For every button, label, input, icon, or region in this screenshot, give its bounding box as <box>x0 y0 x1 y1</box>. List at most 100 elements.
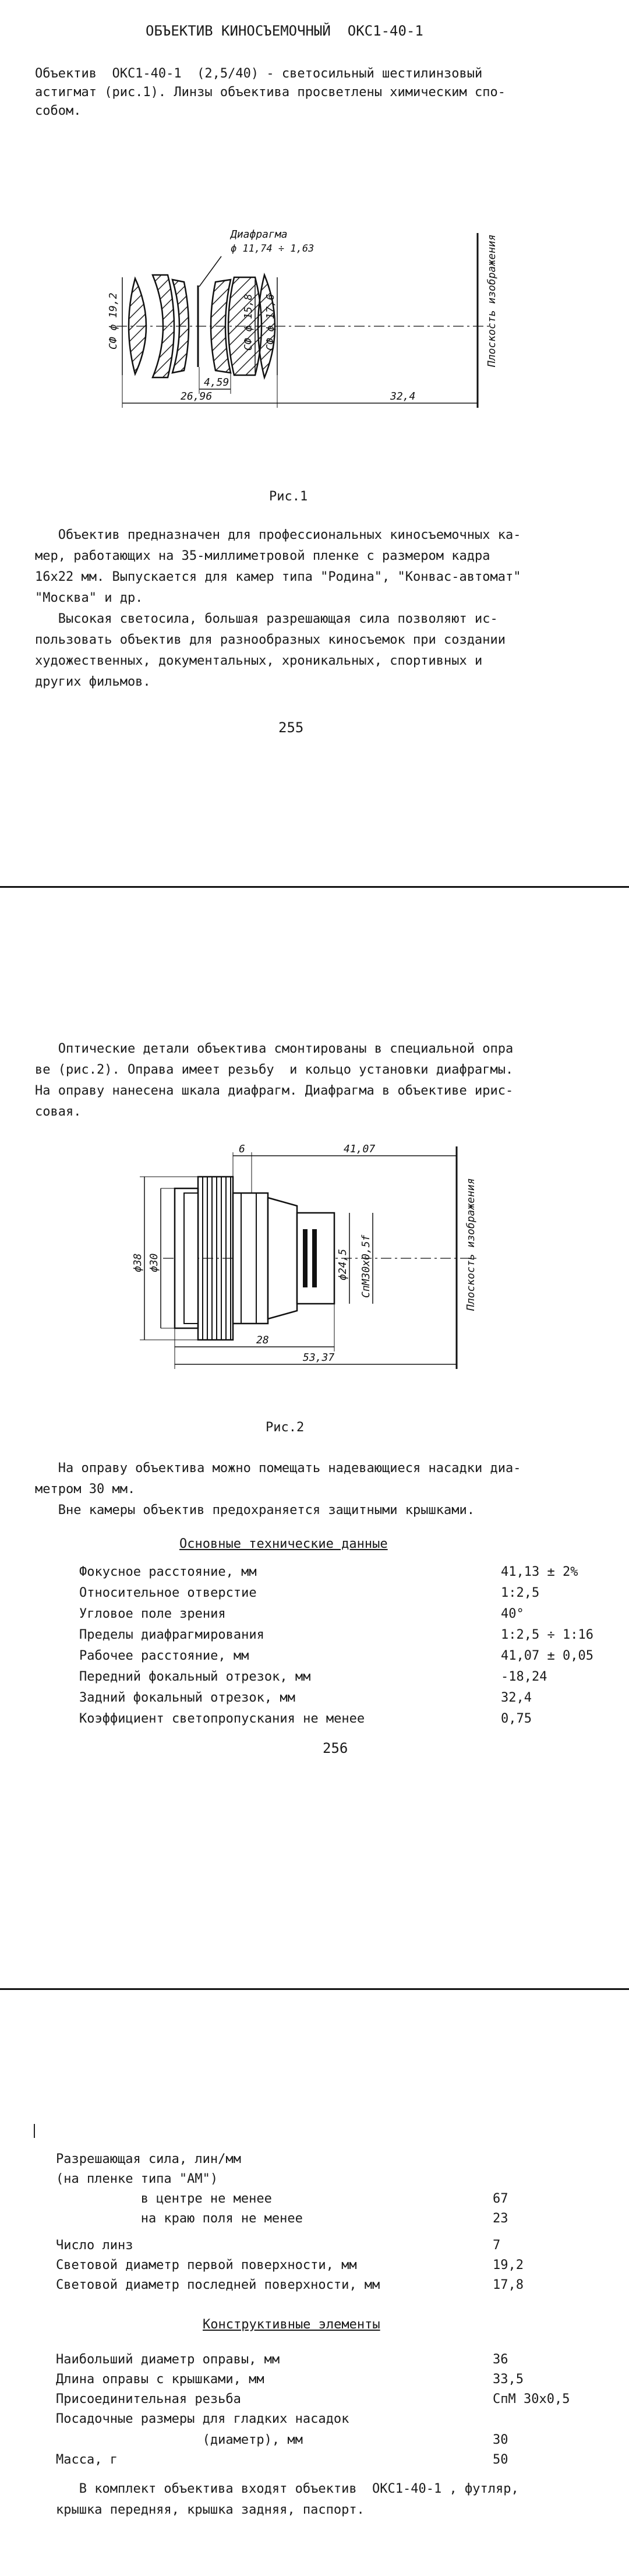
p2-body-line-1: На оправу объектива можно помещать надев… <box>35 1461 521 1476</box>
page-separator-1 <box>0 886 629 888</box>
fig2-dim-28: 28 <box>256 1334 269 1346</box>
page-number-255: 255 <box>278 719 304 736</box>
spec-label: в центре не менее <box>56 2192 272 2206</box>
spec-label: Световой диаметр первой поверхности, мм <box>56 2258 357 2272</box>
page-257: Разрешающая сила, лин/мм (на пленке типа… <box>0 1990 629 2576</box>
front-barrel-inner <box>183 1192 199 1324</box>
spec-label: (диаметр), мм <box>56 2433 303 2447</box>
body-line-7: художественных, документальных, хроникал… <box>35 654 483 668</box>
spec-row: Угловое поле зрения <box>79 1605 226 1623</box>
fig1-image-plane-label: Плоскость изображения <box>486 234 498 368</box>
spec-row: Пределы диафрагмирования <box>79 1626 264 1644</box>
lens-6 <box>257 272 276 380</box>
margin-mark <box>34 2124 35 2138</box>
spec-row: Задний фокальный отрезок, мм <box>79 1689 295 1707</box>
fig2-diameter-38: ϕ38 <box>132 1253 144 1272</box>
fig1-dim-459: 4,59 <box>204 376 229 389</box>
spec-label: Световой диаметр последней поверхности, … <box>56 2278 380 2292</box>
spec-value: 50 <box>493 2453 508 2467</box>
p2-body-line-2: метром 30 мм. <box>35 1482 136 1497</box>
fig1-diameter-158: СФ ϕ 15,8 <box>242 294 255 351</box>
spec-label: Масса, г <box>56 2453 118 2467</box>
intro-line-2: астигмат (рис.1). Линзы объектива просве… <box>35 85 506 100</box>
spec-label: Пределы диафрагмирования <box>79 1628 264 1642</box>
fig1-diaphragm-range: ϕ 11,74 ÷ 1,63 <box>231 243 314 255</box>
spec-label: Передний фокальный отрезок, мм <box>79 1670 311 1684</box>
fig2-diameter-245: ϕ24,5 <box>337 1249 349 1280</box>
spec-value: 1:2,5 <box>501 1586 540 1600</box>
fig1-dim-324: 32,4 <box>390 390 415 403</box>
spec-label: Коэффициент светопропускания не менее <box>79 1712 365 1726</box>
body-line-1: Объектив предназначен для профессиональн… <box>35 528 521 542</box>
fig2-dim-6: 6 <box>239 1143 245 1155</box>
spec-label: Длина оправы с крышками, мм <box>56 2372 264 2387</box>
body-line-4: "Москва" и др. <box>35 591 143 605</box>
spec-value: 23 <box>493 2211 508 2226</box>
fig2-diameter-30: ϕ30 <box>148 1253 160 1272</box>
intro-line-3: собом. <box>35 104 82 118</box>
spec-value: 33,5 <box>493 2372 524 2387</box>
figure-1-caption: Рис.1 <box>269 489 308 504</box>
spec-value: 1:2,5 ÷ 1:16 <box>501 1628 593 1642</box>
spec-value: 40° <box>501 1607 524 1621</box>
lens-3 <box>171 278 190 374</box>
spec-label: Относительное отверстие <box>79 1586 257 1600</box>
spec-value: 41,07 ± 0,05 <box>501 1649 593 1663</box>
page-255: ОБЪЕКТИВ КИНОСЪЕМОЧНЫЙ ОКС1-40-1 Объекти… <box>0 0 629 885</box>
mount-body <box>232 1192 269 1325</box>
spec-value: 17,8 <box>493 2278 524 2292</box>
body-line-8: других фильмов. <box>35 675 151 689</box>
spec-label: Посадочные размеры для гладких насадок <box>56 2412 349 2426</box>
mount-taper <box>267 1197 298 1320</box>
lens-2 <box>151 274 175 379</box>
spec-label: Разрешающая сила, лин/мм <box>56 2152 241 2166</box>
fig1-diameter-192: СФ ϕ 19,2 <box>107 292 119 350</box>
fig2-thread-label: СпМ30х0,5f <box>360 1234 372 1298</box>
fig2-dim-5337: 53,37 <box>303 1351 334 1364</box>
spec-value: 41,13 ± 2% <box>501 1565 578 1579</box>
page-separator-2 <box>0 1988 629 1990</box>
spec-label: на краю поля не менее <box>56 2211 303 2226</box>
knurled-diaphragm-ring <box>197 1176 234 1341</box>
spec-value: 36 <box>493 2352 508 2367</box>
spec-value: 32,4 <box>501 1691 532 1705</box>
body-line-2: мер, работающих на 35-миллиметровой плен… <box>35 549 490 563</box>
page-number-256: 256 <box>323 1740 348 1756</box>
body-line-6: пользовать объектив для разнообразных ки… <box>35 633 506 647</box>
spec-label: Наибольший диаметр оправы, мм <box>56 2352 280 2367</box>
spec-value: -18,24 <box>501 1670 547 1684</box>
body-line-3: 16х22 мм. Выпускается для камер типа "Ро… <box>35 570 521 584</box>
spec-label: Рабочее расстояние, мм <box>79 1649 249 1663</box>
p2-intro-line-4: совая. <box>35 1104 82 1119</box>
spec-row: Передний фокальный отрезок, мм <box>79 1668 310 1686</box>
fig1-diameter-176: СФ ϕ 17,6 <box>264 294 277 351</box>
spec-label: Число линз <box>56 2238 133 2253</box>
spec-row: Коэффициент светопропускания не менее <box>79 1710 365 1728</box>
spec-value: СпМ 30х0,5 <box>493 2392 570 2406</box>
spec-row: Фокусное расстояние, мм <box>79 1564 257 1581</box>
body-line-5: Высокая светосила, большая разрешающая с… <box>35 612 498 626</box>
fig2-dim-4107: 41,07 <box>344 1143 375 1155</box>
p2-intro-line-1: Оптические детали объектива смонтированы… <box>35 1042 514 1056</box>
spec-label: Задний фокальный отрезок, мм <box>79 1691 295 1705</box>
intro-line-1: Объектив ОКС1-40-1 (2,5/40) - светосильн… <box>35 66 483 81</box>
spec-value: 0,75 <box>501 1712 532 1726</box>
construct-heading: Конструктивные элементы <box>203 2317 380 2332</box>
fig2-image-plane-label: Плоскость изображения <box>465 1178 477 1311</box>
figure-1-lens-diagram: Диафрагма ϕ 11,74 ÷ 1,63 СФ ϕ 19,2 СФ ϕ … <box>107 228 498 408</box>
p2-body-line-3: Вне камеры объектив предохраняется защит… <box>35 1503 475 1518</box>
specs-heading: Основные технические данные <box>179 1537 388 1551</box>
figure-2-caption: Рис.2 <box>266 1420 305 1435</box>
fig1-diaphragm-label: Диафрагма <box>229 228 288 241</box>
figure-2-mount-drawing: 6 41,07 ϕ38 ϕ30 ϕ24,5 СпМ30х0,5f 28 53,3… <box>132 1143 478 1369</box>
spec-row: Рабочее расстояние, мм <box>79 1647 249 1665</box>
p2-intro-line-2: ве (рис.2). Оправа имеет резьбу и кольцо… <box>35 1063 514 1077</box>
p2-intro-line-3: На оправу нанесена шкала диафрагм. Диафр… <box>35 1084 514 1098</box>
page-256: Оптические детали объектива смонтированы… <box>0 888 629 1988</box>
spec-label: (на пленке типа "АМ") <box>56 2172 218 2186</box>
spec-label: Присоединительная резьба <box>56 2392 241 2406</box>
lens-1 <box>128 276 147 376</box>
spec-value: 67 <box>493 2192 508 2206</box>
spec-label: Фокусное расстояние, мм <box>79 1565 257 1579</box>
spec-label: Угловое поле зрения <box>79 1607 226 1621</box>
